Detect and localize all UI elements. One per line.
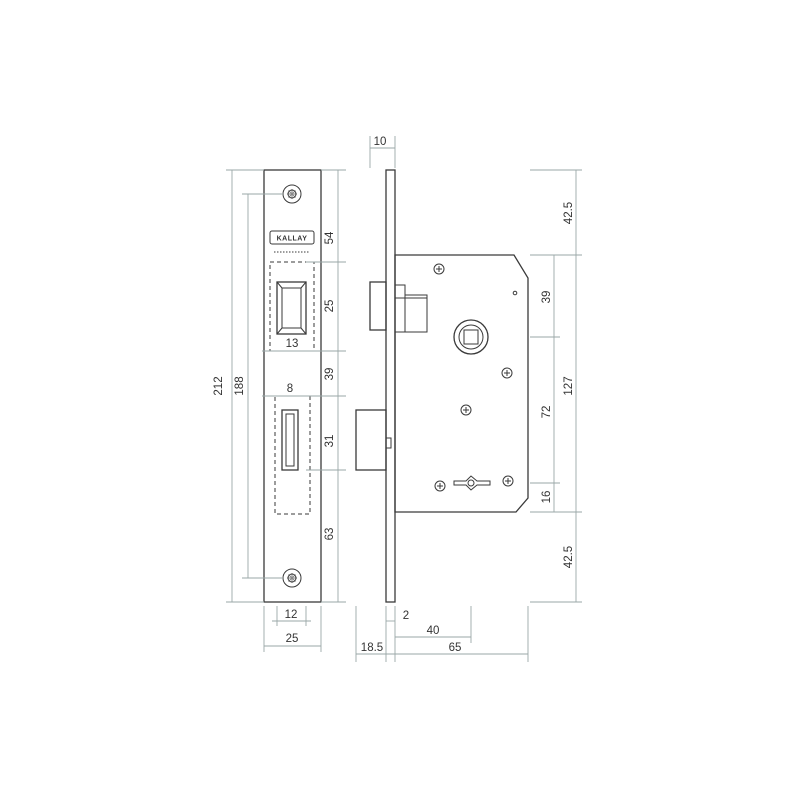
dim-spindle-from-top-label: 39	[541, 291, 553, 304]
forend-plate	[385, 169, 396, 603]
dim-plate-thickness: 10	[369, 136, 396, 168]
dim-overall-height: 212	[213, 169, 264, 603]
dim-top-offset-label: 42.5	[563, 202, 575, 224]
dim-right-stack: 54 25 39 31 63	[306, 169, 346, 603]
keyhole-icon	[453, 475, 491, 491]
case-screw-icon	[433, 263, 518, 492]
bottom-screw-icon	[282, 568, 302, 588]
dim-plate-thickness-label: 10	[374, 136, 387, 148]
faceplate-outline	[263, 169, 322, 603]
lock-case	[394, 254, 529, 513]
dim-hole-spacing-label: 188	[234, 376, 246, 395]
dim-key-to-bottom-label: 16	[541, 491, 553, 504]
dim-bottom-offset-label: 42.5	[563, 546, 575, 568]
dim-opening-width-label: 12	[285, 609, 298, 621]
dim-bolt-width: 8	[262, 383, 322, 397]
dim-spindle-to-key-label: 72	[541, 406, 553, 419]
dim-latch-width-label: 13	[286, 338, 299, 350]
dim-backset-label: 40	[427, 625, 440, 637]
lock-side-view: 10 42.5 39 127 72 16 42.5	[355, 136, 582, 662]
dim-bolt-width-label: 8	[287, 383, 293, 395]
dim-overall-height-label: 212	[213, 376, 225, 395]
latch-opening	[276, 281, 307, 335]
dead-bolt	[355, 409, 392, 471]
dim-bolt-to-bottom-label: 63	[324, 528, 336, 541]
brand-logo-text: KALLAY	[277, 236, 308, 243]
top-screw-icon	[282, 184, 302, 204]
dim-hole-spacing: 188	[234, 193, 283, 579]
dim-plate-width: 25	[263, 606, 322, 652]
dim-latch-to-bolt-label: 39	[324, 368, 336, 381]
dim-opening-width: 12	[272, 606, 311, 626]
dim-bolt-throw-label: 18.5	[361, 642, 383, 654]
kallay-logo: KALLAY	[269, 230, 315, 253]
latch-bolt	[369, 281, 428, 333]
faceplate-front-view: KALLAY 2	[213, 169, 346, 652]
dim-horizontal-bottom: 2 40 18.5 65	[355, 606, 529, 662]
spindle-hub	[453, 319, 489, 355]
bolt-opening	[281, 409, 299, 471]
dim-forend-gap-label: 2	[403, 610, 409, 622]
dim-vertical-right: 42.5 39 127 72 16 42.5	[530, 169, 582, 603]
dim-latch-height-label: 25	[324, 300, 336, 313]
dim-latch-width: 13	[262, 338, 322, 352]
dim-case-height-label: 127	[563, 376, 575, 395]
dim-top-to-latch-label: 54	[324, 231, 336, 244]
dim-case-depth-label: 65	[449, 642, 462, 654]
dim-bolt-height-label: 31	[324, 435, 336, 448]
dim-plate-width-label: 25	[286, 633, 299, 645]
